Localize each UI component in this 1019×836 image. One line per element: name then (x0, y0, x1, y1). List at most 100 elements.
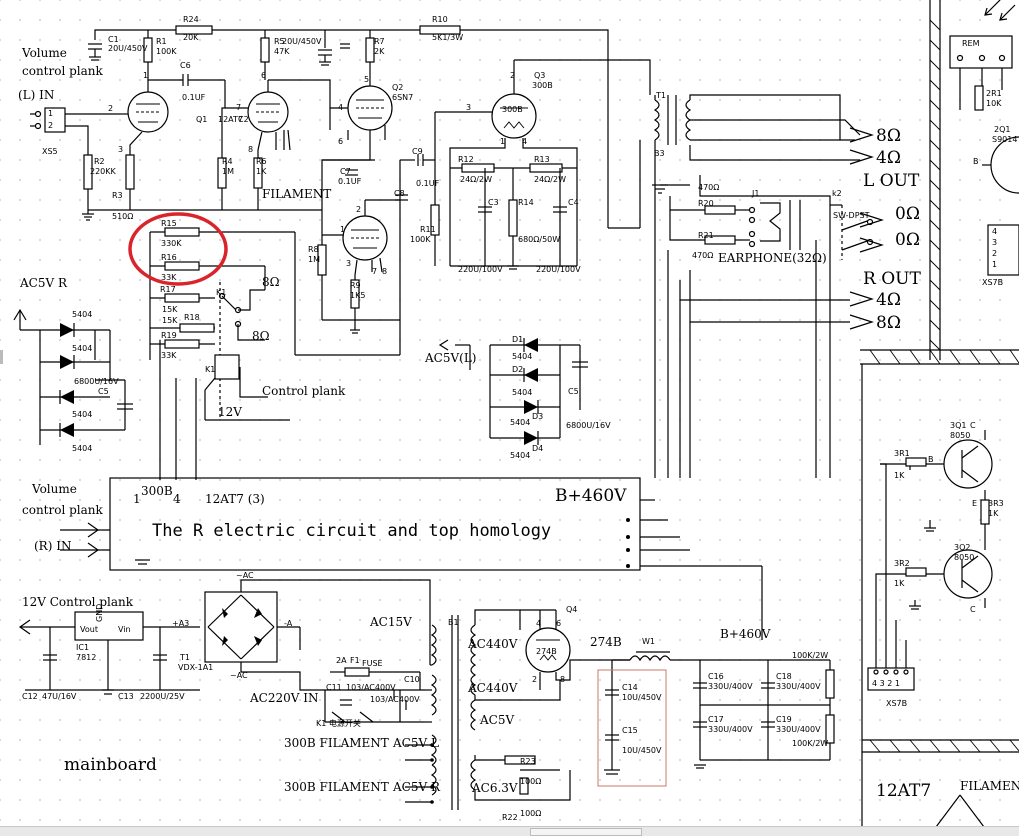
svg-text:330U/400V: 330U/400V (708, 682, 753, 691)
svg-text:B: B (928, 455, 934, 464)
svg-text:R7: R7 (374, 37, 385, 46)
label-12v-control: 12V Control plank (22, 595, 134, 609)
svg-text:R8: R8 (308, 245, 319, 254)
svg-text:C17: C17 (708, 715, 724, 724)
svg-text:C1: C1 (108, 35, 119, 44)
svg-text:K1 电源开关: K1 电源开关 (316, 718, 361, 728)
svg-text:10U/450V: 10U/450V (622, 693, 662, 702)
label-earphone: EARPHONE(32Ω) (718, 251, 827, 265)
bridge-rectifier-t1 (204, 579, 431, 691)
svg-text:2200U/25V: 2200U/25V (140, 692, 185, 701)
label-control-plank-l: control plank (22, 64, 104, 78)
svg-text:D3: D3 (532, 412, 543, 421)
svg-text:k2: k2 (832, 189, 842, 198)
svg-text:R17: R17 (160, 285, 176, 294)
label-l-in: (L) IN (18, 88, 54, 102)
svg-text:1M: 1M (308, 255, 320, 264)
svg-text:3: 3 (118, 145, 123, 154)
svg-text:5404: 5404 (512, 388, 532, 397)
svg-text:R10: R10 (432, 15, 448, 24)
svg-text:C4: C4 (568, 198, 579, 207)
svg-text:1K5: 1K5 (350, 291, 365, 300)
svg-text:8: 8 (382, 267, 387, 276)
svg-text:0.1UF: 0.1UF (338, 177, 362, 186)
svg-text:47K: 47K (274, 47, 290, 56)
tube-q4-274b (520, 609, 630, 690)
label-300b-fil-r: 300B FILAMENT (284, 780, 389, 794)
label-filament: FILAMENT (262, 187, 331, 201)
label-r-out: R OUT (863, 269, 921, 289)
svg-text:C6: C6 (180, 61, 191, 70)
svg-text:3Q1: 3Q1 (950, 421, 966, 430)
svg-text:4: 4 (173, 492, 181, 506)
svg-text:4 3 2 1: 4 3 2 1 (872, 679, 900, 688)
svg-text:D2: D2 (512, 365, 523, 374)
svg-text:5404: 5404 (510, 418, 530, 427)
label-ac63v: AC6.3V (471, 781, 518, 795)
svg-text:R13: R13 (534, 155, 550, 164)
svg-text:2: 2 (356, 205, 361, 214)
label-control-plank-r: control plank (22, 503, 104, 517)
svg-text:33K: 33K (161, 351, 177, 360)
svg-text:300B: 300B (141, 484, 173, 498)
label-8ohm-r: 8Ω (876, 313, 901, 333)
svg-text:3: 3 (992, 238, 997, 247)
svg-text:3R3: 3R3 (988, 499, 1004, 508)
label-ac5v-l2: AC5V L (392, 736, 439, 750)
svg-text:470Ω: 470Ω (698, 183, 719, 192)
svg-text:B3: B3 (654, 149, 665, 158)
svg-text:1K: 1K (894, 471, 905, 480)
svg-text:8: 8 (560, 675, 565, 684)
svg-text:20U/450V: 20U/450V (108, 44, 148, 53)
svg-text:C11: C11 (326, 683, 342, 692)
svg-text:1: 1 (143, 71, 148, 80)
svg-text:2K: 2K (374, 47, 385, 56)
svg-text:R12: R12 (458, 155, 474, 164)
label-4ohm-r: 4Ω (876, 290, 901, 310)
svg-text:SW-DPST: SW-DPST (833, 211, 870, 220)
svg-text:R24: R24 (183, 15, 199, 24)
label-b460-2: B+460V (720, 627, 771, 641)
label-8ohm-l: 8Ω (876, 126, 901, 146)
svg-text:B: B (973, 157, 979, 166)
label-ac440v-a: AC440V (467, 637, 518, 651)
svg-text:FUSE: FUSE (362, 659, 383, 668)
svg-text:6800U/16V: 6800U/16V (566, 421, 611, 430)
power-rail-top (88, 25, 609, 228)
svg-text:VDX-1A1: VDX-1A1 (178, 663, 213, 672)
svg-text:W1: W1 (642, 637, 655, 646)
diode-bridge-left (13, 308, 133, 445)
label-0ohm-2: 0Ω (895, 230, 920, 250)
svg-text:1: 1 (992, 260, 997, 269)
svg-text:100K: 100K (410, 235, 431, 244)
svg-text:5404: 5404 (510, 451, 530, 460)
svg-text:0.1UF: 0.1UF (416, 179, 440, 188)
svg-text:5404: 5404 (72, 410, 92, 419)
label-12at7: 12AT7 (876, 781, 931, 801)
svg-text:R16: R16 (161, 253, 177, 262)
svg-text:C5: C5 (568, 387, 579, 396)
svg-text:5: 5 (364, 75, 369, 84)
window-resize-grip[interactable] (0, 350, 3, 364)
label-ac5v-l: AC5V(L) (424, 351, 476, 365)
svg-text:2: 2 (532, 675, 537, 684)
svg-text:15K: 15K (162, 316, 178, 325)
feedback-network (149, 227, 400, 480)
sw-dpst-switch (830, 204, 884, 260)
label-volume-r: Volume (31, 482, 77, 496)
svg-text:XS7B: XS7B (982, 278, 1003, 287)
svg-text:1K: 1K (894, 579, 905, 588)
svg-text:3R1: 3R1 (894, 449, 910, 458)
svg-text:6: 6 (338, 137, 343, 146)
svg-text:4: 4 (338, 103, 343, 112)
svg-text:2: 2 (992, 249, 997, 258)
svg-text:Vin: Vin (118, 625, 131, 634)
svg-text:220U/100V: 220U/100V (536, 265, 581, 274)
svg-text:5404: 5404 (72, 444, 92, 453)
svg-text:100K/2W: 100K/2W (792, 651, 828, 660)
tube-q2-lower (317, 199, 400, 334)
svg-text:R23: R23 (520, 757, 536, 766)
svg-text:510Ω: 510Ω (112, 212, 133, 221)
svg-text:1K: 1K (988, 509, 999, 518)
svg-text:C3: C3 (488, 198, 499, 207)
